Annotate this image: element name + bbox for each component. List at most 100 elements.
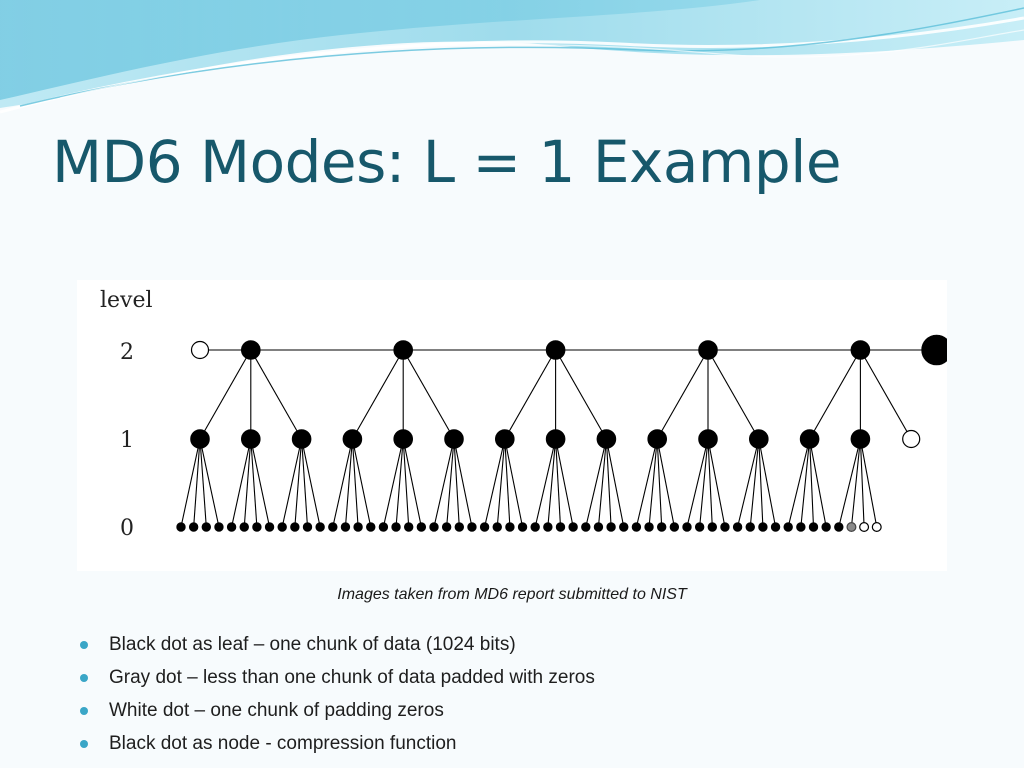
- level-1-node-black: [698, 429, 718, 449]
- bullet-text: Black dot as leaf – one chunk of data (1…: [109, 634, 516, 655]
- level-1-node-black: [799, 429, 820, 449]
- leaf-node-black: [328, 522, 338, 532]
- leaf-node-black: [707, 522, 717, 532]
- tree-edge: [496, 438, 506, 528]
- leaf-node-black: [593, 522, 604, 532]
- leaf-node-black: [467, 522, 477, 532]
- tree-edge: [800, 438, 811, 528]
- tree-edge: [758, 438, 777, 528]
- tree-edge: [859, 349, 912, 440]
- leaf-node-black: [606, 522, 616, 532]
- tree-edge: [585, 438, 607, 528]
- slide-title: MD6 Modes: L = 1 Example: [52, 128, 842, 196]
- leaf-node-black: [252, 522, 262, 532]
- leaf-node-black: [201, 522, 212, 532]
- tree-edge: [243, 438, 252, 528]
- tree-edge: [453, 438, 473, 528]
- tree-edge: [534, 438, 557, 528]
- tree-edge: [686, 438, 709, 528]
- leaf-node-gray: [846, 522, 857, 533]
- level-1-node-black: [647, 429, 668, 449]
- tree-edge: [787, 438, 811, 528]
- bullet-item-black-node: Black dot as node - compression function: [80, 731, 595, 764]
- leaf-node-black: [758, 522, 768, 532]
- tree-edge: [555, 349, 607, 440]
- leaf-node-black: [517, 522, 528, 532]
- level-1-node-black: [494, 429, 515, 449]
- leaf-node-black: [619, 522, 629, 532]
- leaf-node-black: [264, 522, 275, 532]
- tree-diagram-figure: level 2 1 0: [77, 280, 947, 571]
- tree-nodes: [176, 334, 947, 533]
- level-1-node-black: [241, 429, 261, 449]
- leaf-node-black: [644, 522, 654, 532]
- tree-edge: [351, 438, 372, 528]
- leaf-node-black: [391, 522, 401, 532]
- bullet-dot-icon: [80, 707, 88, 715]
- tree-edge: [648, 438, 658, 528]
- level-2-node-black: [545, 340, 566, 360]
- tree-edge: [382, 438, 404, 528]
- tree-edge: [749, 438, 760, 528]
- leaf-node-black: [353, 522, 363, 532]
- bullet-item-white-dot: White dot – one chunk of padding zeros: [80, 698, 595, 731]
- bullet-text: White dot – one chunk of padding zeros: [109, 700, 444, 721]
- tree-edge: [809, 438, 815, 528]
- leaf-node-black: [770, 522, 781, 532]
- tree-edge: [301, 438, 321, 528]
- tree-edge: [656, 438, 663, 528]
- figure-caption: Images taken from MD6 report submitted t…: [337, 586, 687, 603]
- tree-edge: [250, 438, 271, 528]
- level-1-node-black: [190, 429, 210, 449]
- level-2-node-white: [190, 340, 210, 360]
- leaf-node-black: [581, 522, 591, 532]
- leaf-node-black: [732, 522, 743, 532]
- tree-edge: [809, 349, 861, 440]
- tree-edge: [199, 349, 252, 440]
- tree-edge: [231, 438, 252, 528]
- level-axis-title: level: [100, 288, 153, 313]
- level-1-node-black: [545, 429, 566, 449]
- tree-edge: [656, 438, 675, 528]
- tree-edge: [547, 438, 557, 528]
- leaf-node-black: [479, 522, 490, 532]
- level-1-node-black: [342, 429, 363, 449]
- tree-edge: [859, 438, 865, 528]
- leaf-node-black: [290, 522, 300, 532]
- level-1-node-black: [850, 429, 871, 449]
- tree-edge: [555, 438, 562, 528]
- bullet-dot-icon: [80, 740, 88, 748]
- tree-edge: [656, 349, 709, 440]
- level-1-node-black: [444, 429, 464, 449]
- tree-edge: [301, 438, 309, 528]
- tree-edge: [809, 438, 827, 528]
- level-2-node-black: [241, 340, 261, 360]
- tree-edge: [707, 438, 713, 528]
- level-2-label: 2: [120, 340, 134, 365]
- tree-edge: [402, 438, 410, 528]
- leaf-node-black: [302, 522, 313, 532]
- leaf-node-black: [821, 522, 831, 532]
- tree-edge: [707, 438, 726, 528]
- leaf-node-black: [214, 522, 224, 532]
- leaf-node-black: [543, 522, 553, 532]
- bullet-dot-icon: [80, 674, 88, 682]
- tree-edge: [707, 349, 760, 440]
- leaf-node-black: [694, 522, 705, 532]
- tree-edge: [351, 438, 359, 528]
- tree-edge: [199, 438, 220, 528]
- tree-edge: [635, 438, 658, 528]
- tree-edge: [395, 438, 404, 528]
- tree-edge: [351, 349, 404, 440]
- tree-edge: [402, 349, 455, 440]
- tree-edge: [294, 438, 303, 528]
- leaf-node-black: [834, 522, 844, 532]
- leaf-node-black: [239, 522, 249, 532]
- leaf-node-black: [416, 522, 427, 532]
- tree-edge: [332, 438, 353, 528]
- level-1-node-black: [596, 429, 617, 449]
- leaf-node-black: [783, 522, 793, 532]
- leaf-node-black: [441, 522, 452, 532]
- tree-edge: [737, 438, 760, 528]
